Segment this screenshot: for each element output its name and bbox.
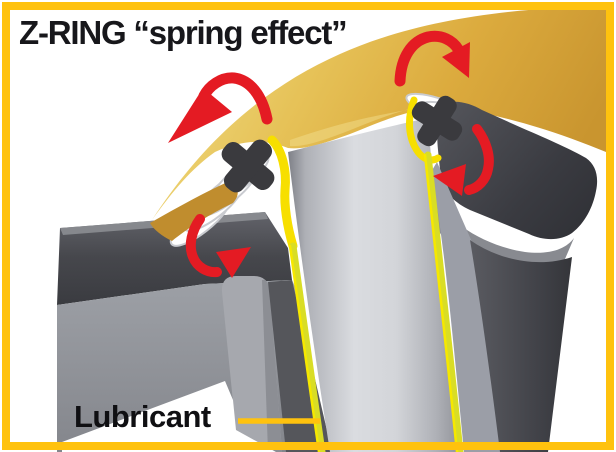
z-ring-seal-right (411, 95, 463, 147)
rotation-arrow-top-right (394, 30, 470, 87)
housing-left (57, 212, 332, 452)
shaft (288, 118, 462, 452)
rotation-arrow-mid-left (185, 214, 251, 278)
rotation-arrow-top-left (168, 72, 273, 143)
lubricant-film (267, 96, 464, 452)
page-title: Z-RING “spring effect” (19, 14, 346, 51)
flange-ring (152, 6, 606, 220)
z-ring-seal-left (221, 139, 275, 193)
flange-ring-underside (150, 180, 238, 241)
rotation-arrow-mid-right (433, 124, 494, 196)
lubricant-label: Lubricant (74, 399, 211, 434)
